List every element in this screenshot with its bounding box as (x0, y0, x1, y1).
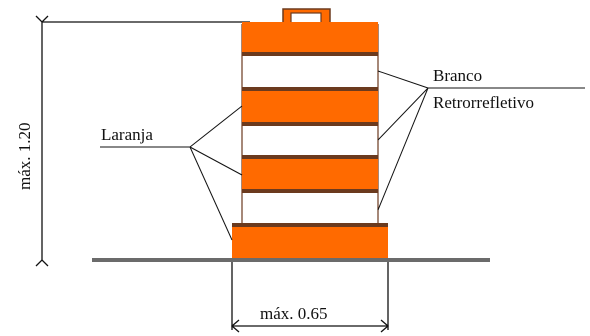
drum-base (232, 227, 388, 258)
width-dimension (231, 262, 389, 333)
height-dimension (35, 15, 250, 267)
drum-handle (282, 8, 331, 25)
orange-label: Laranja (101, 125, 153, 144)
white-label-line1: Branco (433, 66, 482, 85)
height-dim-label: máx. 1.20 (15, 122, 34, 190)
width-dim-label: máx. 0.65 (260, 304, 328, 323)
orange-band-1 (242, 22, 378, 54)
orange-band-3 (242, 159, 378, 190)
orange-leaders (100, 105, 243, 241)
drum (232, 8, 388, 258)
white-leaders (377, 70, 585, 211)
orange-band-2 (242, 91, 378, 123)
white-label-line2: Retrorrefletivo (433, 93, 534, 112)
